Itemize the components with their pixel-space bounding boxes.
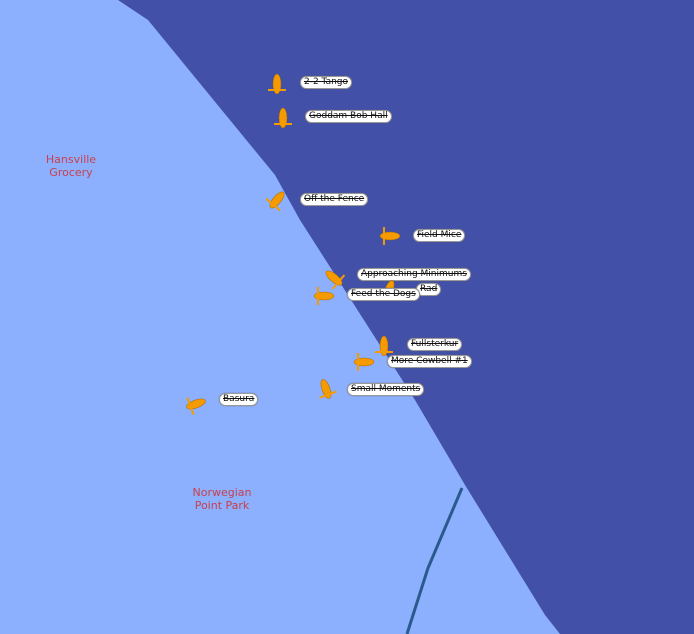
boat-icon[interactable] [312, 284, 336, 308]
boat-icon[interactable] [378, 224, 402, 248]
boat-label[interactable]: Basura [219, 393, 259, 406]
boat-icon[interactable] [317, 261, 351, 295]
place-name-line: Point Park [194, 499, 250, 512]
place-name-line: Grocery [49, 166, 93, 179]
boat-icon[interactable] [372, 334, 396, 358]
boat-label[interactable]: Small Moments [347, 383, 425, 396]
boat-icon[interactable] [181, 389, 212, 420]
boat-label[interactable]: Field Mice [413, 229, 466, 242]
boat-label[interactable]: 2-2 Tango [300, 76, 353, 89]
boat-icon[interactable] [260, 183, 294, 217]
place-name-line: Norwegian [192, 486, 252, 499]
boat-label[interactable]: Approaching Minimums [357, 268, 471, 281]
boat-label[interactable]: Fullsterkur [407, 338, 463, 351]
boat-label[interactable]: More Cowbell #1 [387, 355, 472, 368]
boat-label[interactable]: Feed the Dogs [347, 288, 420, 301]
boat-label[interactable]: Off the Fence [300, 193, 369, 206]
boat-icon[interactable] [311, 374, 342, 405]
boat-icon[interactable] [352, 350, 376, 374]
water-area [118, 0, 694, 634]
shoreline-road [405, 487, 464, 634]
boat-label[interactable]: Goddam Bob Hall [305, 110, 392, 123]
boat-icon[interactable] [265, 72, 289, 96]
boat-icon[interactable] [271, 106, 295, 130]
place-name-line: Hansville [45, 153, 97, 166]
